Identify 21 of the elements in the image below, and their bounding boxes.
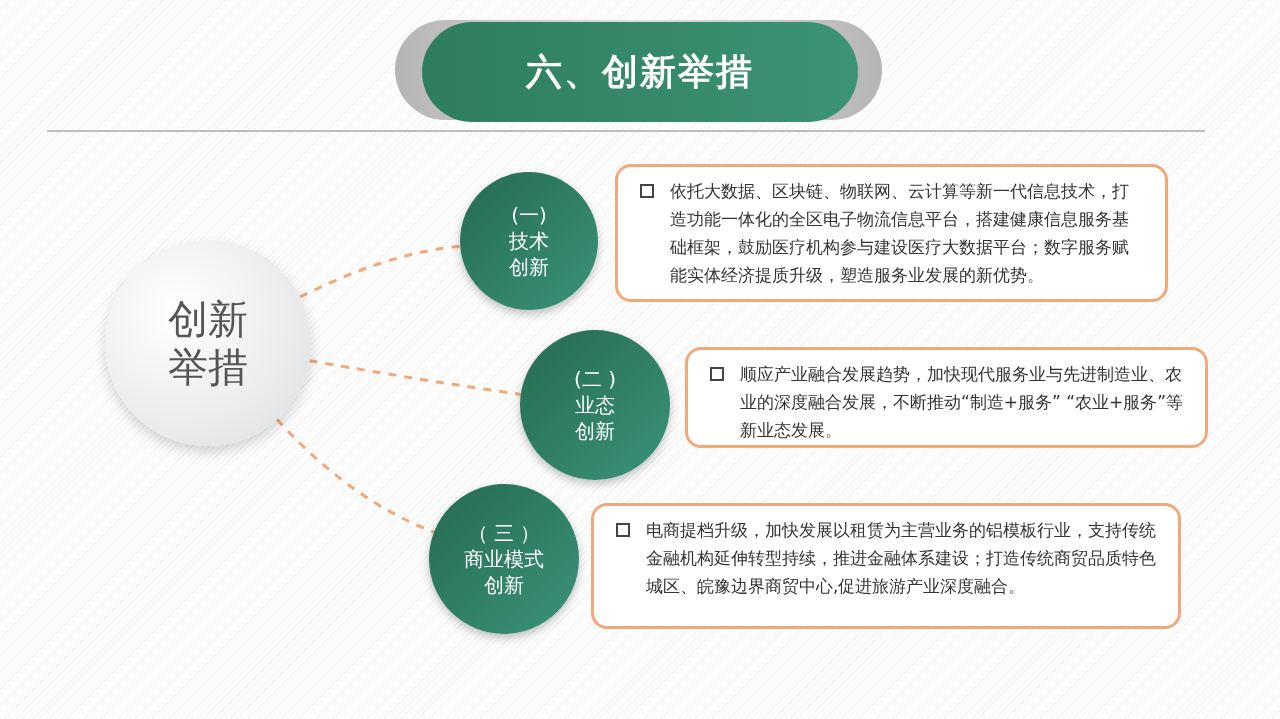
topic-circle	[105, 240, 311, 446]
description-text: 依托大数据、区块链、物联网、云计算等新一代信息技术，打造功能一体化的全区电子物流信息平台，搭建健康信息服务基础框架，鼓励医疗机构参与建设医疗大数据平台；数字服务赋能实体经济提质升级，塑造服务业发展的新优势。	[670, 180, 1130, 287]
category-circle	[460, 172, 598, 310]
category-label: （ 三 ）	[467, 520, 541, 546]
text-card	[685, 347, 1208, 448]
description-text: 电商提档升级，加快发展以租赁为主营业务的铝模板行业，支持传统金融机构延伸转型持续，推进金融体系建设；打造传统商贸品质特色城区、皖豫边界商贸中心,促进旅游产业深度融合。	[646, 519, 1157, 598]
title-banner: 六、创新举措	[422, 22, 858, 122]
category-circle	[520, 330, 670, 480]
connector-line	[309, 359, 521, 396]
topic-label: 创新举措	[168, 295, 248, 391]
category-label: 技术创新	[508, 228, 550, 280]
connector-line	[299, 244, 461, 299]
category-label: (二 )	[574, 366, 616, 392]
category-label: (一)	[511, 202, 547, 228]
text-card	[591, 503, 1181, 629]
text-card	[615, 164, 1168, 302]
category-label: 商业模式创新	[463, 546, 545, 598]
description-text: 顺应产业融合发展趋势，加快现代服务业与先进制造业、农业的深度融合发展，不断推动“制造+服务” “农业+服务”等新业态发展。	[740, 363, 1185, 442]
category-circle	[429, 484, 579, 634]
category-label: 业态创新	[574, 392, 616, 444]
connector-line	[276, 418, 435, 534]
